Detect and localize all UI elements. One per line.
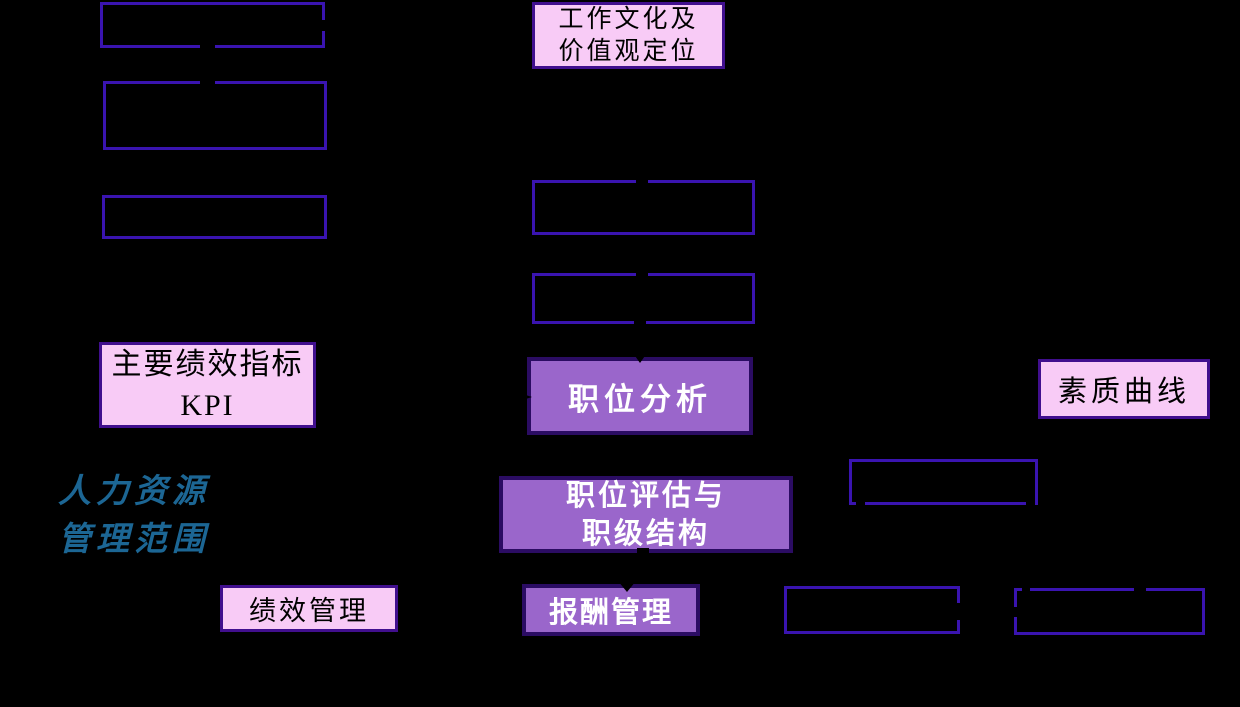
connector-gap xyxy=(636,178,648,184)
connector-gap xyxy=(634,320,646,326)
box-center-2 xyxy=(532,273,755,324)
box-quality-curve: 素质曲线 xyxy=(1038,359,1210,419)
box-performance-mgmt-label: 绩效管理 xyxy=(249,596,369,626)
box-top-left-1 xyxy=(100,2,325,48)
connector-gap xyxy=(636,271,648,277)
box-center-1 xyxy=(532,180,755,235)
arrowhead-into-job-analysis-top xyxy=(633,353,647,363)
box-compensation-mgmt: 报酬管理 xyxy=(522,584,700,636)
box-job-evaluation-label: 职位评估与 职级结构 xyxy=(565,479,726,550)
connector-gap xyxy=(1026,501,1035,507)
box-culture-values-label: 工作文化及 价值观定位 xyxy=(558,5,699,65)
box-quality-curve-label: 素质曲线 xyxy=(1057,376,1190,408)
connector-gap xyxy=(1134,586,1146,592)
hr-scope-annotation: 人力资源 管理范围 xyxy=(58,474,210,558)
box-compensation-mgmt-label: 报酬管理 xyxy=(548,597,673,629)
box-top-left-2 xyxy=(103,81,327,150)
connector-gap xyxy=(1012,607,1018,617)
connector-gap xyxy=(200,79,215,85)
box-kpi: 主要绩效指标 KPI xyxy=(99,342,316,428)
connector-gap xyxy=(321,20,327,31)
arrowhead-into-compensation-top xyxy=(618,581,636,592)
box-right-middle xyxy=(849,459,1038,505)
box-performance-mgmt: 绩效管理 xyxy=(220,585,398,632)
box-bottom-right-2 xyxy=(1014,588,1205,635)
box-job-evaluation: 职位评估与 职级结构 xyxy=(499,476,793,553)
connector-gap xyxy=(1022,586,1030,592)
connector-stub-job-evaluation-bottom xyxy=(637,548,649,557)
box-job-analysis-label: 职位分析 xyxy=(568,381,712,417)
connector-gap xyxy=(956,603,962,620)
box-job-analysis: 职位分析 xyxy=(527,357,753,435)
box-bottom-right-1 xyxy=(784,586,960,634)
box-kpi-label: 主要绩效指标 KPI xyxy=(111,348,304,422)
connector-gap xyxy=(200,44,215,50)
connector-gap xyxy=(856,501,865,507)
box-top-left-3 xyxy=(102,195,327,239)
box-culture-values: 工作文化及 价值观定位 xyxy=(532,2,725,69)
